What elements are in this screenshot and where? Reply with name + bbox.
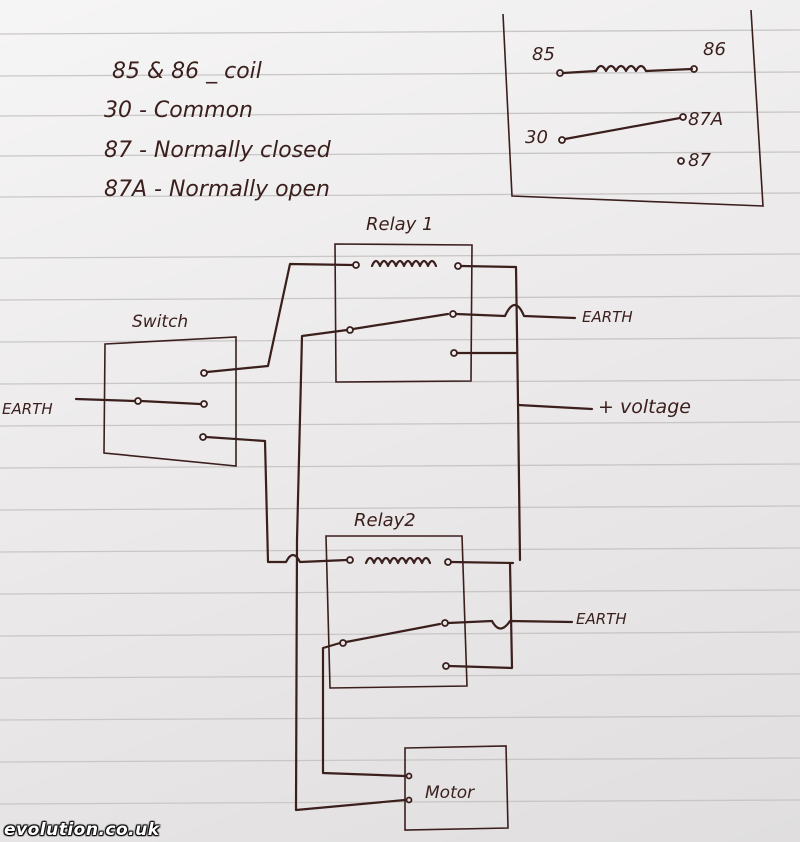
- relay-2-label: Relay2: [354, 510, 416, 531]
- earth-relay2-label: EARTH: [576, 610, 627, 628]
- legend-normally-open: 87A - Normally open: [104, 177, 330, 202]
- pin-legend: 85 & 86 _ coil 30 - Common 87 - Normally…: [104, 59, 332, 202]
- motor: Motor: [404, 745, 509, 831]
- switch: Switch: [103, 312, 237, 467]
- relay-1-label: Relay 1: [366, 214, 433, 235]
- relay-2: Relay2: [325, 510, 468, 689]
- pin-87-terminal: [677, 157, 685, 165]
- legend-coil: 85 & 86 _ coil: [112, 59, 262, 84]
- pin-86-label: 86: [703, 39, 726, 60]
- relay-1-coil: [370, 259, 438, 268]
- pin-30-label: 30: [525, 127, 548, 148]
- pin-86-terminal: [690, 65, 698, 73]
- legend-normally-closed: 87 - Normally closed: [104, 138, 332, 163]
- relay-pinout-box: 85 86 30 87A 87: [502, 9, 764, 207]
- pin-87a-label: 87A: [688, 109, 723, 130]
- ruled-lines: [0, 29, 800, 805]
- pin-85-label: 85: [532, 44, 555, 65]
- relay-2-coil: [364, 556, 432, 565]
- motor-label: Motor: [425, 783, 475, 803]
- pin-87a-terminal: [679, 113, 687, 121]
- wires: [74, 262, 594, 812]
- voltage-label: + voltage: [598, 396, 691, 418]
- pin-30-terminal: [558, 136, 566, 144]
- switch-label: Switch: [132, 312, 188, 332]
- pin-87-label: 87: [688, 150, 711, 171]
- earth-relay1-label: EARTH: [582, 308, 633, 326]
- coil-symbol: [594, 64, 648, 73]
- earth-left-label: EARTH: [2, 400, 53, 418]
- watermark-logo: evolution.co.uk: [4, 820, 160, 840]
- legend-common: 30 - Common: [104, 98, 253, 123]
